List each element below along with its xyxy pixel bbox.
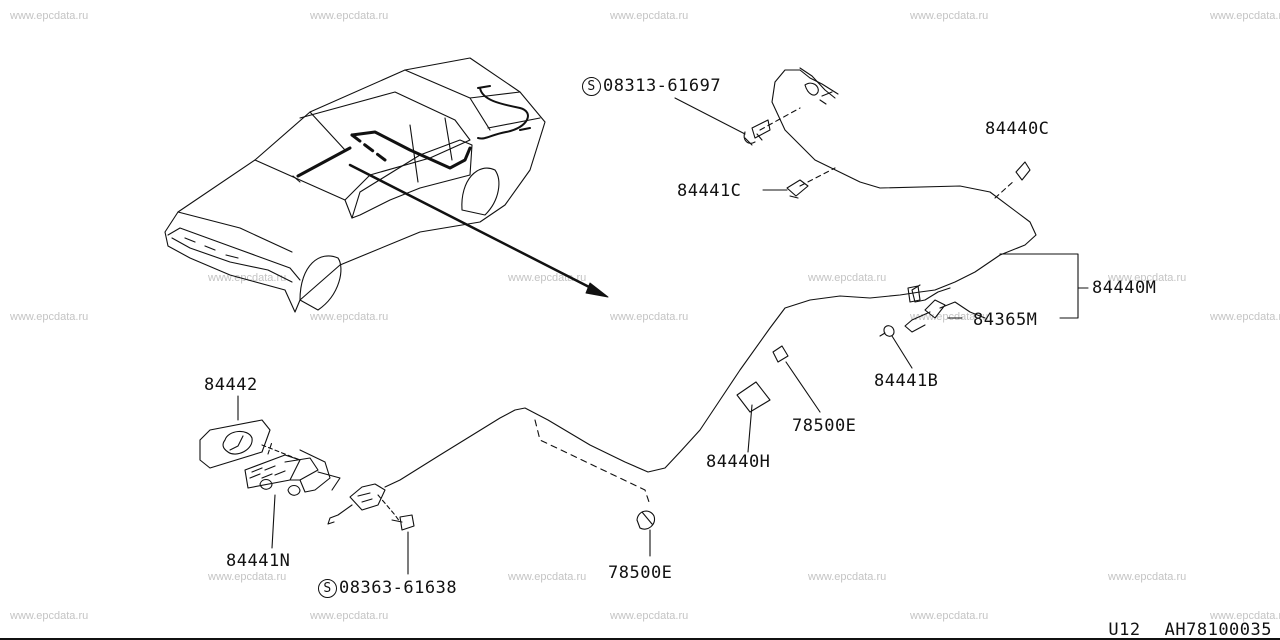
part-label-84441b: 84441B [874,371,939,391]
part-label-84440c: 84440C [985,119,1050,139]
lock-assembly [199,419,415,531]
upper-cable [743,67,1037,293]
watermark-text: www.epcdata.ru [208,571,287,583]
watermark-text: www.epcdata.ru [910,610,989,622]
bottom-rule [0,638,1280,640]
part-label-84440h: 84440H [706,452,771,472]
watermark-text: www.epcdata.ru [1108,571,1187,583]
watermark-text: www.epcdata.ru [10,10,89,22]
watermark-text: www.epcdata.ru [610,610,689,622]
diagram-code: AH78100035 [1164,620,1272,640]
watermark-text: www.epcdata.ru [1210,10,1280,22]
watermark-text: www.epcdata.ru [508,571,587,583]
leader-lines [237,97,1089,575]
watermark-text: www.epcdata.ru [1210,311,1280,323]
s-symbol-icon: S [582,77,601,96]
watermark-text: www.epcdata.ru [1210,610,1280,622]
watermark-text: www.epcdata.ru [10,610,89,622]
watermark-text: www.epcdata.ru [808,571,887,583]
car-illustration [164,57,546,313]
part-label-84441n: 84441N [226,551,291,571]
part-label-84365m: 84365M [973,310,1038,330]
watermark-text: www.epcdata.ru [1108,272,1187,284]
part-label-78500e-lower: 78500E [608,563,673,583]
watermark-text: www.epcdata.ru [208,272,287,284]
watermark-text: www.epcdata.ru [10,311,89,323]
part-label-84440m: 84440M [1092,278,1157,298]
watermark-text: www.epcdata.ru [610,10,689,22]
part-label-84441c: 84441C [677,181,742,201]
watermark-text: www.epcdata.ru [610,311,689,323]
watermark-text: www.epcdata.ru [808,272,887,284]
s-symbol-icon: S [318,579,337,598]
model-code: U12 [1108,620,1141,640]
watermark-text: www.epcdata.ru [310,10,389,22]
watermark-text: www.epcdata.ru [910,10,989,22]
watermark-text: www.epcdata.ru [310,610,389,622]
main-cable [384,284,986,530]
part-number: 08313-61697 [603,76,722,96]
part-label-78500e-upper: 78500E [792,416,857,436]
part-number: 08363-61638 [339,578,458,598]
watermark-text: www.epcdata.ru [310,311,389,323]
diagram-footer: U12 AH78100035 [1084,620,1272,640]
part-label-84442: 84442 [204,375,258,395]
harness-route [296,130,472,178]
location-arrow [348,163,609,298]
